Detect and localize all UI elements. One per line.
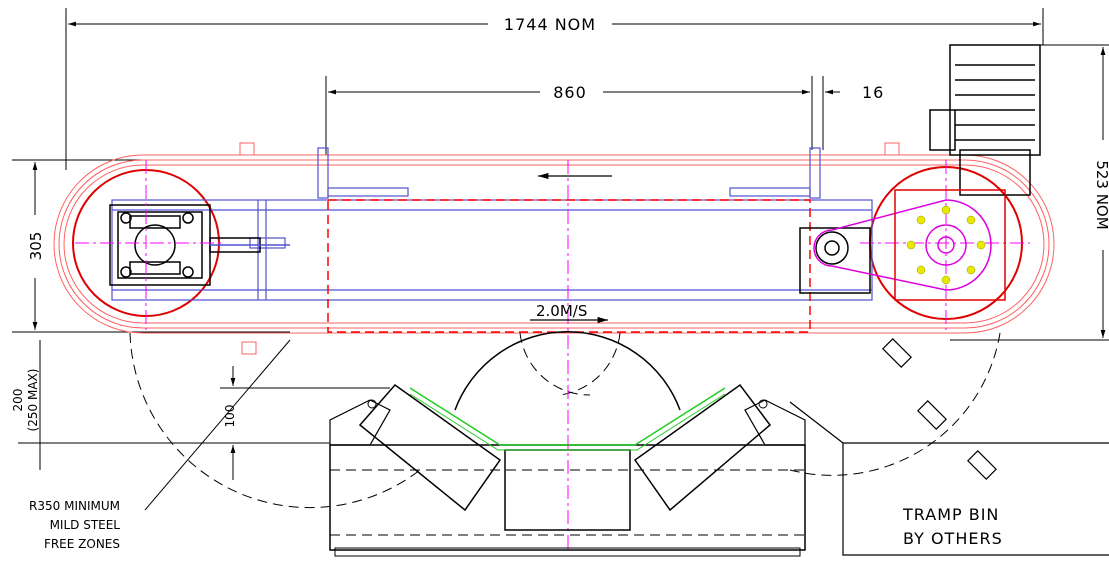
free-zone-note-3: FREE ZONES <box>44 537 120 551</box>
tail-bearing-block <box>109 204 290 286</box>
belt-outline <box>53 154 1055 334</box>
centerlines <box>75 160 1030 550</box>
bolt-circle <box>906 205 986 285</box>
free-zone-leader <box>144 339 291 511</box>
dimension-overall-length: 1744 NOM <box>65 8 1044 170</box>
dimension-idler-gap: 100 <box>220 366 390 480</box>
offset-label: 16 <box>862 83 884 102</box>
dimension-pulley-height: 305 <box>12 159 300 333</box>
frame <box>111 147 873 301</box>
tramp-bin <box>789 338 1109 556</box>
clearance-max-label: (250 MAX) <box>26 369 40 432</box>
free-zone-note-2: MILD STEEL <box>50 518 121 532</box>
overall-height-label: 523 NOM <box>1093 160 1109 229</box>
dimension-overall-height: 523 NOM <box>950 44 1109 341</box>
pulley-height-label: 305 <box>27 232 45 261</box>
overall-length-label: 1744 NOM <box>504 15 596 34</box>
free-zone-note-1: R350 MINIMUM <box>29 499 120 513</box>
dimension-center-span: 860 16 <box>325 76 884 155</box>
dimension-clearance: 200 (250 MAX) <box>11 340 330 470</box>
drive-unit <box>799 44 1041 294</box>
idler-set <box>329 331 806 557</box>
belt-speed-label: 2.0M/S <box>536 302 587 320</box>
swept-radius-arcs <box>129 332 1001 509</box>
clearance-main-label: 200 <box>11 389 25 412</box>
belt-speed: 2.0M/S <box>530 302 608 324</box>
gearbox-housing <box>894 189 1006 301</box>
center-span-label: 860 <box>553 83 587 102</box>
torque-arm <box>813 199 992 291</box>
tramp-bin-label-2: BY OTHERS <box>903 529 1003 548</box>
tramp-bin-label-1: TRAMP BIN <box>902 505 999 524</box>
frame-tabs <box>239 142 900 355</box>
idler-gap-label: 100 <box>223 405 237 428</box>
